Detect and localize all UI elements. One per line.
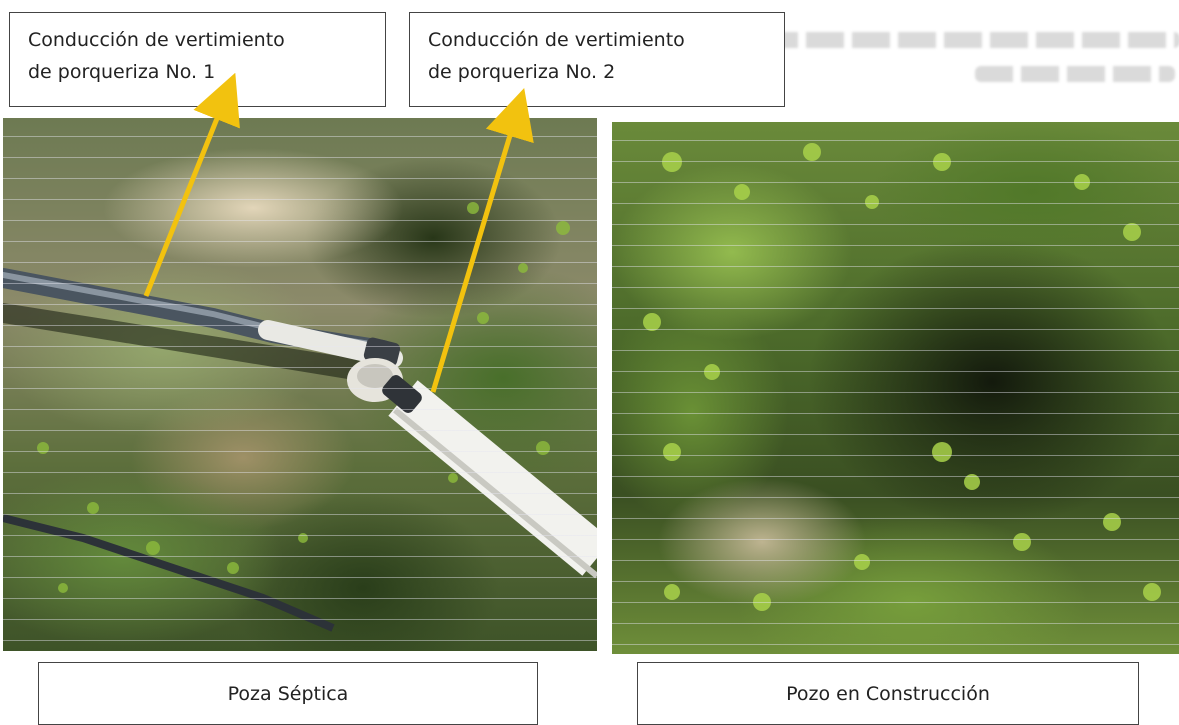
caption-poza-septica: Poza Séptica [38,662,538,725]
photo-pozo-construccion [612,122,1179,654]
callout-1-line-2: de porqueriza No. 1 [28,61,216,83]
callout-1-line-1: Conducción de vertimiento [28,29,285,51]
caption-pozo-construccion: Pozo en Construcción [637,662,1139,725]
photo-poza-septica [3,118,597,651]
photo-right-foliage [643,143,1161,611]
callout-porqueriza-2: Conducción de vertimiento de porqueriza … [409,12,785,107]
photo-left-pipes [3,202,597,632]
callout-porqueriza-1: Conducción de vertimiento de porqueriza … [9,12,386,107]
callout-2-line-2: de porqueriza No. 2 [428,61,616,83]
bleed-through-text [760,32,1179,48]
bleed-through-text [975,66,1175,82]
callout-2-line-1: Conducción de vertimiento [428,29,685,51]
